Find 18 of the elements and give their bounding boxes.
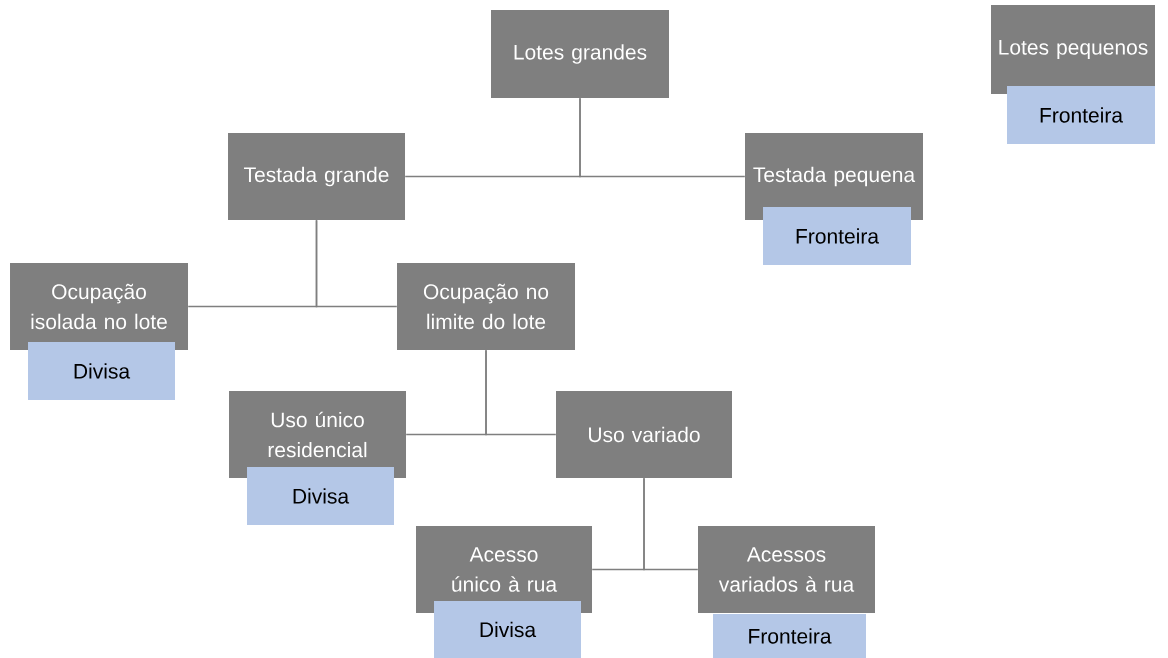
tag-box: Fronteira — [763, 207, 911, 265]
connector-line — [643, 477, 699, 571]
tag-box: Fronteira — [713, 614, 866, 658]
category-box: Acessos variados à rua — [698, 526, 875, 613]
category-box: Lotes grandes — [491, 10, 669, 98]
category-box: Ocupação isolada no lote — [10, 263, 188, 350]
connector-line — [579, 97, 746, 178]
tag-box: Divisa — [28, 342, 175, 400]
category-box: Testada grande — [228, 133, 405, 220]
category-box: Ocupação no limite do lote — [397, 263, 575, 350]
tag-box: Divisa — [434, 601, 581, 658]
category-box: Uso único residencial — [229, 391, 406, 478]
category-box: Lotes pequenos — [991, 5, 1155, 94]
connector-line — [485, 349, 557, 436]
tag-box: Fronteira — [1007, 86, 1155, 144]
connector-line — [315, 219, 398, 308]
tag-box: Divisa — [247, 467, 394, 525]
category-box: Uso variado — [556, 391, 732, 478]
